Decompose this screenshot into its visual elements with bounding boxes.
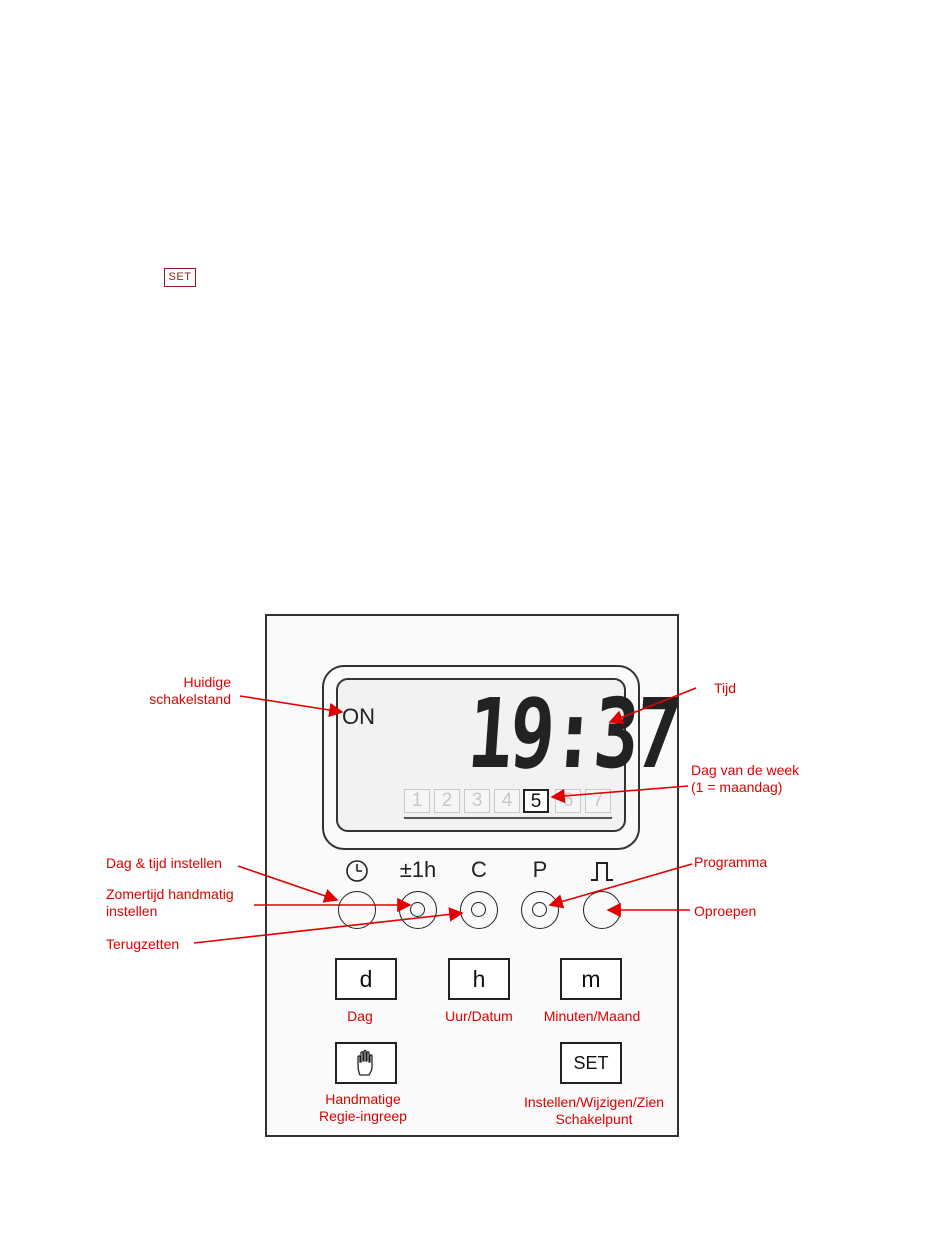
arrow-reset: [194, 913, 462, 943]
arrow-current-state: [240, 696, 342, 712]
arrow-weekday: [552, 786, 688, 797]
arrow-set-day-time: [238, 866, 337, 900]
arrow-time: [610, 688, 696, 722]
arrow-program: [550, 864, 692, 905]
